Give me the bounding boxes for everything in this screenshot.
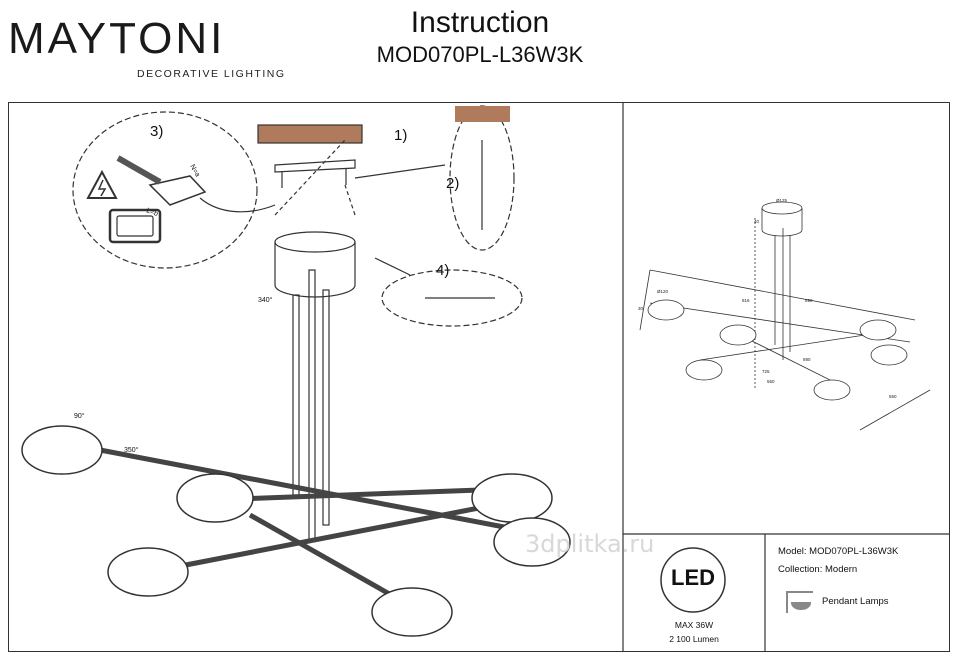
pendant-lamp-icon [786, 591, 813, 613]
dimension-label: 890 [805, 298, 813, 303]
dimension-label: 550 [889, 394, 897, 399]
dimension-label: 816 [742, 298, 750, 303]
model-label: Model: [778, 546, 807, 557]
brand-tagline: DECORATIVE LIGHTING [137, 68, 286, 80]
watermark: 3dplitka.ru [525, 530, 655, 558]
step-4-label: 4) [436, 262, 449, 279]
brand-logo: MAYTONI [8, 14, 226, 63]
led-icon [660, 547, 726, 613]
collection-row: Collection: Modern [778, 564, 857, 575]
lumen: 2 100 Lumen [669, 634, 719, 644]
step-2-label: 2) [446, 175, 459, 192]
step-1-label: 1) [394, 127, 407, 144]
detail-4 [381, 269, 523, 327]
dimension-label: 30 [638, 306, 644, 311]
document-frame [8, 102, 950, 652]
step-3-label: 3) [150, 123, 163, 140]
dimension-label: 890 [803, 357, 811, 362]
dimension-label: 40 [754, 219, 760, 224]
collection-label: Collection: [778, 564, 823, 575]
rotation-label: 350° [124, 446, 139, 454]
dimension-label: 725 [762, 369, 770, 374]
collection-value: Modern [825, 564, 858, 575]
page-title: Instruction [410, 6, 550, 39]
dimension-label: Ø125 [776, 198, 788, 203]
dimension-label: Ø120 [657, 289, 669, 294]
model-row: Model: MOD070PL-L36W3K [778, 546, 898, 557]
detail-3 [72, 111, 258, 269]
dimension-label: 550 [767, 379, 775, 384]
warning-electric-icon [86, 169, 118, 199]
category: Pendant Lamps [822, 596, 889, 607]
wire-label: L=b [145, 207, 159, 218]
model-title: MOD070PL-L36W3K [376, 42, 584, 67]
model-value: MOD070PL-L36W3K [809, 546, 899, 557]
led-badge: LED [671, 565, 715, 590]
max-power: MAX 36W [674, 620, 714, 630]
rotation-label: 340° [258, 296, 273, 304]
rotation-label: 90° [74, 412, 85, 420]
